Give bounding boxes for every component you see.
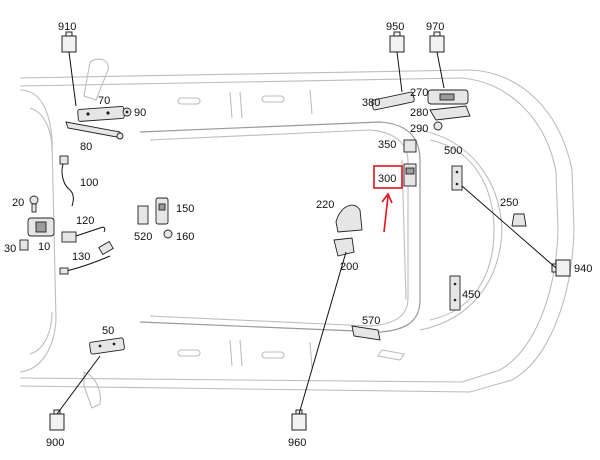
part-220-icon[interactable] <box>335 204 363 233</box>
part-200-icon[interactable] <box>333 237 355 257</box>
part-120-icon[interactable] <box>61 226 106 243</box>
callout-20[interactable]: 20 <box>12 197 24 209</box>
part-500-icon[interactable] <box>451 165 463 191</box>
callout-220[interactable]: 220 <box>316 199 334 211</box>
callout-950[interactable]: 950 <box>386 21 404 33</box>
part-10-icon[interactable] <box>27 217 55 237</box>
part-80-icon[interactable] <box>65 121 124 140</box>
callout-90[interactable]: 90 <box>134 107 146 119</box>
connectors <box>49 31 571 431</box>
callout-290[interactable]: 290 <box>410 123 428 135</box>
callout-910[interactable]: 910 <box>58 21 76 33</box>
part-520-icon[interactable] <box>137 205 149 225</box>
callout-100[interactable]: 100 <box>80 177 98 189</box>
part-20-icon[interactable] <box>29 195 39 213</box>
callout-labels: 910 950 970 70 90 80 100 20 120 30 10 13… <box>4 21 592 449</box>
parts <box>19 89 527 355</box>
callout-520[interactable]: 520 <box>134 231 152 243</box>
part-30-icon[interactable] <box>19 239 29 251</box>
connector-940-icon[interactable] <box>551 259 571 277</box>
leader-lines <box>56 51 557 415</box>
callout-380[interactable]: 380 <box>362 97 380 109</box>
callout-300[interactable]: 300 <box>378 173 396 185</box>
highlight-300 <box>373 165 403 233</box>
callout-450[interactable]: 450 <box>462 289 480 301</box>
callout-80[interactable]: 80 <box>80 141 92 153</box>
part-350-icon[interactable] <box>403 139 417 153</box>
callout-50[interactable]: 50 <box>102 325 114 337</box>
connector-910-icon[interactable] <box>61 31 77 53</box>
callout-900[interactable]: 900 <box>46 437 64 449</box>
callout-120[interactable]: 120 <box>76 215 94 227</box>
part-130-icon[interactable] <box>59 240 114 275</box>
part-70-icon[interactable] <box>77 106 125 122</box>
part-300-icon[interactable] <box>403 163 417 187</box>
part-270-icon[interactable] <box>427 89 469 105</box>
callout-150[interactable]: 150 <box>176 203 194 215</box>
callout-160[interactable]: 160 <box>176 231 194 243</box>
part-290-icon[interactable] <box>433 121 443 131</box>
part-100-icon[interactable] <box>59 155 74 207</box>
callout-570[interactable]: 570 <box>362 315 380 327</box>
part-160-icon[interactable] <box>163 229 173 239</box>
callout-970[interactable]: 970 <box>426 21 444 33</box>
callout-30[interactable]: 30 <box>4 243 16 255</box>
connector-950-icon[interactable] <box>389 31 405 53</box>
part-250-icon[interactable] <box>511 213 527 227</box>
callout-10[interactable]: 10 <box>38 241 50 253</box>
part-50-icon[interactable] <box>89 337 125 355</box>
callout-500[interactable]: 500 <box>444 145 462 157</box>
callout-250[interactable]: 250 <box>500 197 518 209</box>
callout-70[interactable]: 70 <box>98 95 110 107</box>
highlight-box <box>373 165 403 189</box>
callout-280[interactable]: 280 <box>410 107 428 119</box>
part-150-icon[interactable] <box>155 197 169 225</box>
callout-960[interactable]: 960 <box>288 437 306 449</box>
part-450-icon[interactable] <box>449 275 461 311</box>
part-90-icon[interactable] <box>122 107 132 117</box>
highlight-arrowhead <box>381 192 393 204</box>
connector-970-icon[interactable] <box>429 31 445 53</box>
part-380-icon[interactable] <box>371 91 415 111</box>
part-280-icon[interactable] <box>429 105 471 121</box>
part-570-icon[interactable] <box>351 325 381 341</box>
connector-960-icon[interactable] <box>291 409 307 431</box>
callout-940[interactable]: 940 <box>574 263 592 275</box>
callout-270[interactable]: 270 <box>410 87 428 99</box>
connector-900-icon[interactable] <box>49 409 65 431</box>
callout-130[interactable]: 130 <box>72 251 90 263</box>
highlight-arrow-icon <box>383 195 389 233</box>
callout-200[interactable]: 200 <box>340 261 358 273</box>
callout-350[interactable]: 350 <box>378 139 396 151</box>
